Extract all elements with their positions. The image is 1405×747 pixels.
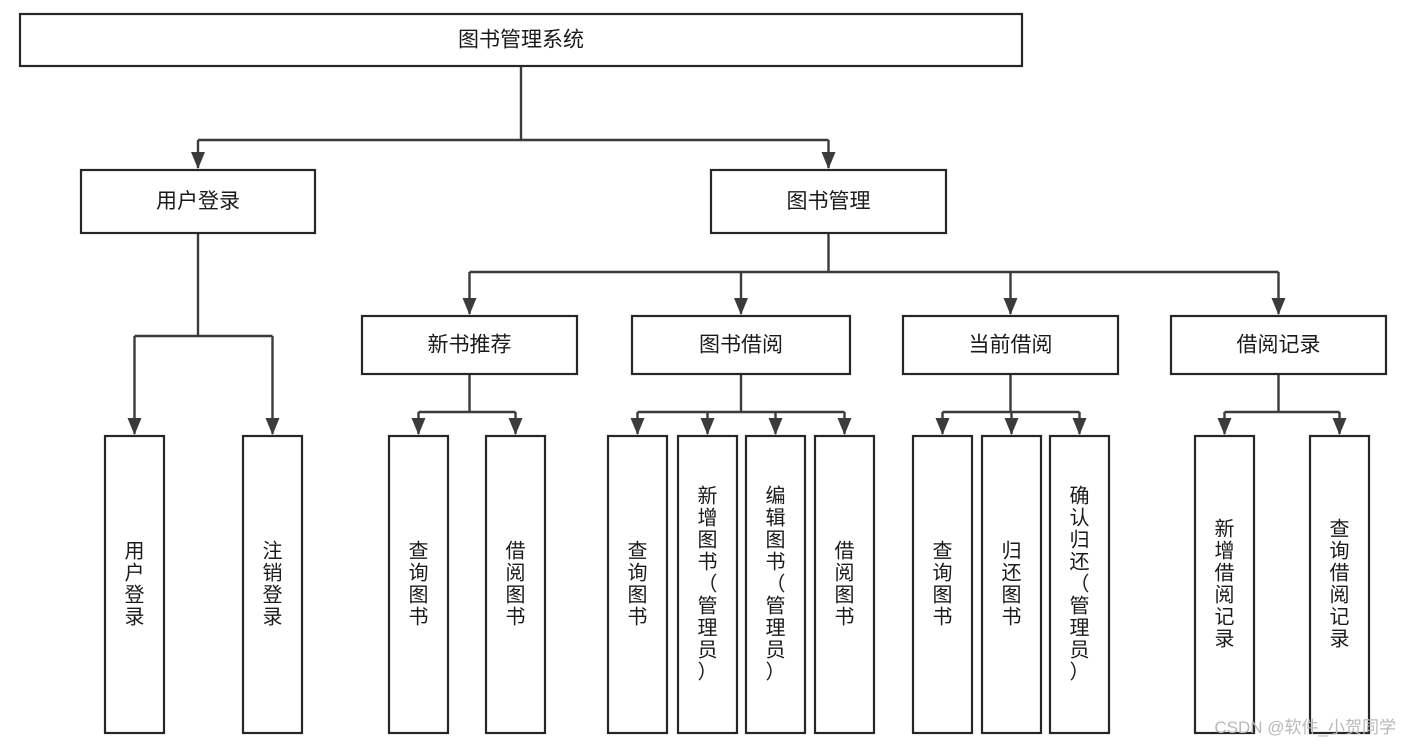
node-label-borrow-record: 借阅记录 <box>1237 334 1321 357</box>
arrow-head-icon <box>411 418 426 435</box>
arrow-head-icon <box>127 418 142 435</box>
node-leaf-add-record[interactable]: 新增借阅记录 <box>1193 434 1256 735</box>
node-leaf-logout-login[interactable]: 注销登录 <box>241 434 304 735</box>
node-label-leaf-return-book: 归还图书 <box>1002 540 1022 629</box>
node-current-borrow[interactable]: 当前借阅 <box>901 314 1120 376</box>
node-box-book-manage <box>709 168 948 235</box>
node-leaf-borrow-book-2[interactable]: 借阅图书 <box>813 434 876 735</box>
arrow-head-icon <box>1072 418 1087 435</box>
node-leaf-return-book[interactable]: 归还图书 <box>980 434 1043 735</box>
node-box-book-borrow <box>630 314 852 376</box>
node-box-leaf-borrow-book-1 <box>484 434 547 735</box>
node-book-manage[interactable]: 图书管理 <box>709 168 948 235</box>
node-label-current-borrow: 当前借阅 <box>969 334 1053 357</box>
node-layer: 图书管理系统用户登录图书管理新书推荐图书借阅当前借阅借阅记录用户登录注销登录查询… <box>18 12 1388 735</box>
node-leaf-query-record[interactable]: 查询借阅记录 <box>1308 434 1371 735</box>
node-label-user-login: 用户登录 <box>156 190 240 213</box>
arrow-head-icon <box>700 418 715 435</box>
node-label-book-borrow: 图书借阅 <box>699 334 783 357</box>
node-box-root <box>18 12 1024 68</box>
node-box-leaf-query-book-3 <box>911 434 974 735</box>
node-user-login[interactable]: 用户登录 <box>79 168 317 235</box>
arrow-head-icon <box>508 418 523 435</box>
arrow-head-icon <box>1332 418 1347 435</box>
node-box-leaf-query-book-2 <box>606 434 669 735</box>
node-leaf-query-book-3[interactable]: 查询图书 <box>911 434 974 735</box>
node-leaf-user-login[interactable]: 用户登录 <box>103 434 166 735</box>
node-label-leaf-edit-book: 编辑图书（管理员） <box>766 485 786 684</box>
node-book-borrow[interactable]: 图书借阅 <box>630 314 852 376</box>
node-box-leaf-query-record <box>1308 434 1371 735</box>
node-label-leaf-user-login: 用户登录 <box>125 541 145 629</box>
node-box-leaf-logout-login <box>241 434 304 735</box>
arrow-head-icon <box>821 152 836 169</box>
node-box-leaf-add-book <box>676 434 739 735</box>
node-box-current-borrow <box>901 314 1120 376</box>
arrow-head-icon <box>935 418 950 435</box>
connector-layer <box>127 66 1347 435</box>
arrow-head-icon <box>1217 418 1232 435</box>
arrow-head-icon <box>462 298 477 315</box>
node-box-user-login <box>79 168 317 235</box>
arrow-head-icon <box>1003 298 1018 315</box>
node-leaf-borrow-book-1[interactable]: 借阅图书 <box>484 434 547 735</box>
node-label-leaf-logout-login: 注销登录 <box>263 540 283 629</box>
node-label-leaf-query-book-2: 查询图书 <box>628 540 648 629</box>
node-label-leaf-query-book-3: 查询图书 <box>933 540 953 629</box>
arrow-head-icon <box>191 152 205 169</box>
node-box-leaf-user-login <box>103 434 166 735</box>
node-leaf-confirm-return[interactable]: 确认归还（管理员） <box>1048 434 1111 735</box>
node-box-new-book-rec <box>360 314 579 376</box>
node-label-book-manage: 图书管理 <box>787 190 871 213</box>
node-box-leaf-edit-book <box>744 434 807 735</box>
node-leaf-add-book[interactable]: 新增图书（管理员） <box>676 434 739 735</box>
node-box-leaf-return-book <box>980 434 1043 735</box>
node-root[interactable]: 图书管理系统 <box>18 12 1024 68</box>
node-box-leaf-borrow-book-2 <box>813 434 876 735</box>
node-leaf-query-book-1[interactable]: 查询图书 <box>387 434 450 735</box>
arrow-head-icon <box>265 418 280 435</box>
node-box-leaf-add-record <box>1193 434 1256 735</box>
arrow-head-icon <box>1271 298 1286 315</box>
node-box-leaf-query-book-1 <box>387 434 450 735</box>
arrow-head-icon <box>630 418 645 435</box>
node-label-root: 图书管理系统 <box>458 29 584 52</box>
node-label-leaf-confirm-return: 确认归还（管理员） <box>1070 485 1090 684</box>
node-label-leaf-add-record: 新增借阅记录 <box>1215 518 1235 651</box>
csdn-watermark: CSDN @软件_小贺同学 <box>1214 718 1396 737</box>
node-new-book-rec[interactable]: 新书推荐 <box>360 314 579 376</box>
node-label-leaf-query-record: 查询借阅记录 <box>1330 518 1350 651</box>
node-label-leaf-query-book-1: 查询图书 <box>409 540 429 629</box>
node-leaf-query-book-2[interactable]: 查询图书 <box>606 434 669 735</box>
node-label-new-book-rec: 新书推荐 <box>428 334 512 357</box>
node-leaf-edit-book[interactable]: 编辑图书（管理员） <box>744 434 807 735</box>
arrow-head-icon <box>1004 418 1019 435</box>
arrow-head-icon <box>768 418 783 435</box>
node-label-leaf-borrow-book-2: 借阅图书 <box>835 540 855 629</box>
node-label-leaf-add-book: 新增图书（管理员） <box>698 485 718 684</box>
node-borrow-record[interactable]: 借阅记录 <box>1169 314 1388 376</box>
node-label-leaf-borrow-book-1: 借阅图书 <box>506 540 526 629</box>
node-box-leaf-confirm-return <box>1048 434 1111 735</box>
arrow-head-icon <box>734 298 748 315</box>
arrow-head-icon <box>837 418 852 435</box>
node-box-borrow-record <box>1169 314 1388 376</box>
